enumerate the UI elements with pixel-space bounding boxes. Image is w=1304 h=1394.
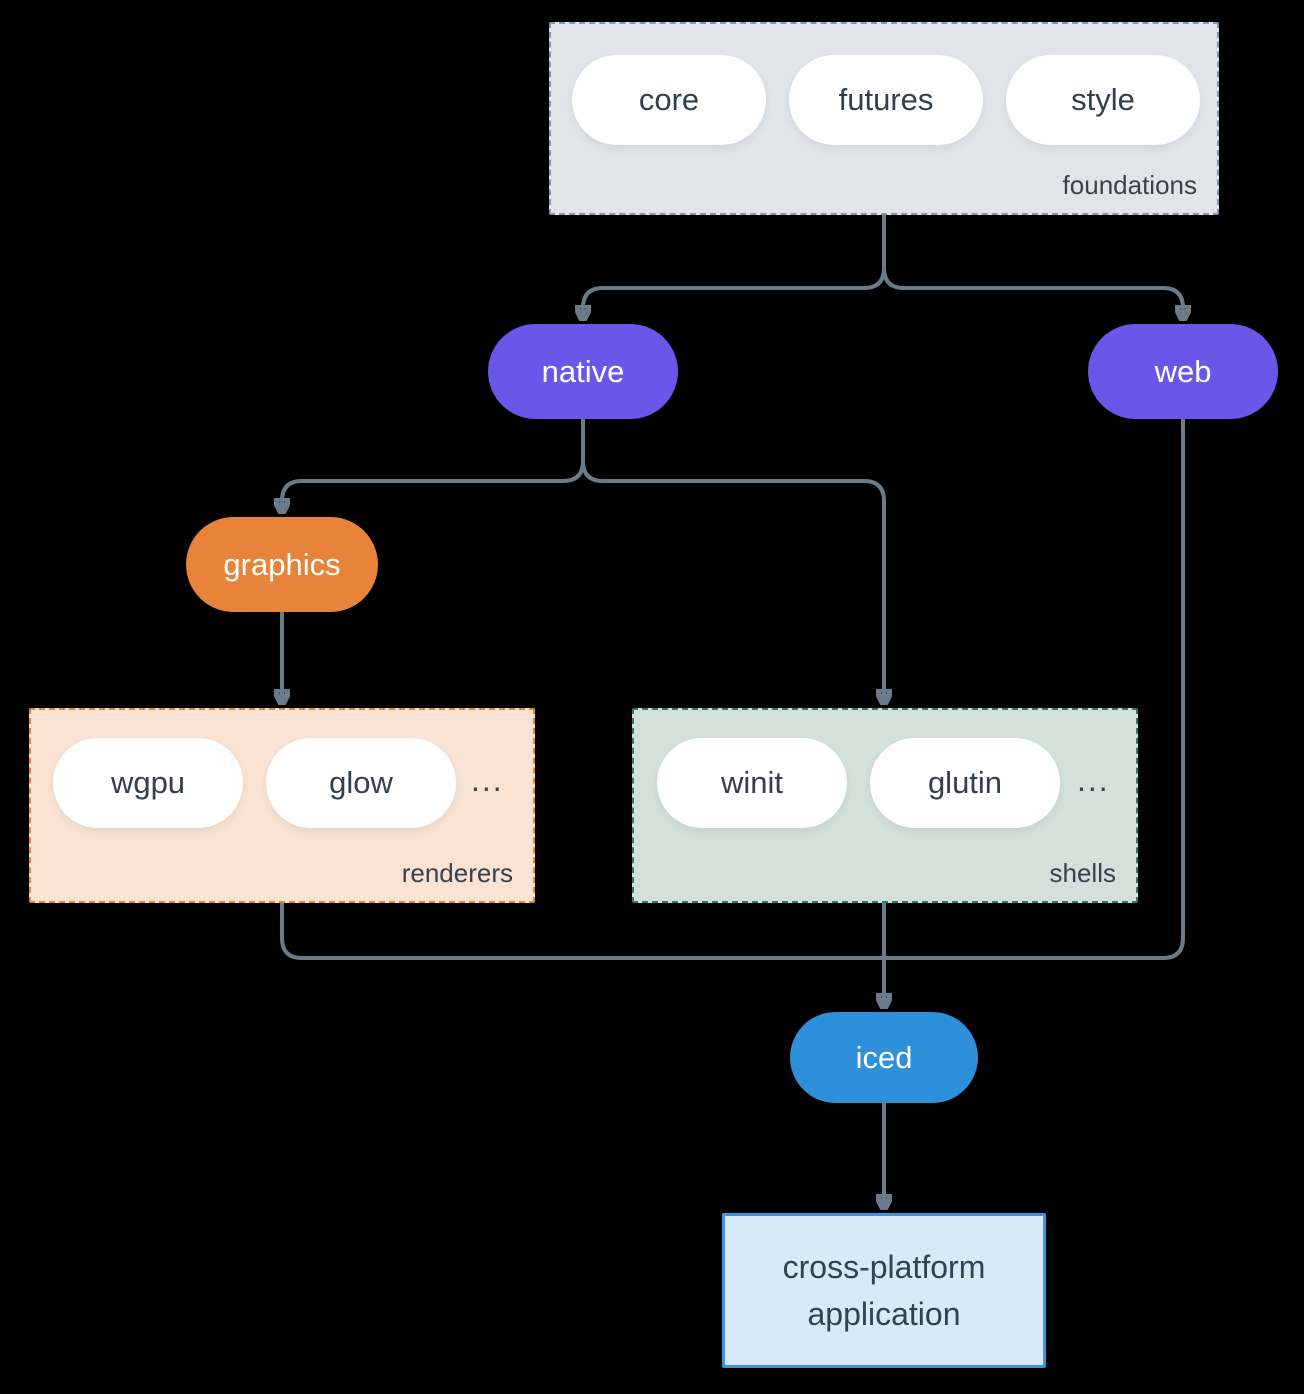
edge-native-shells [581,419,884,702]
node-cross-platform-application: cross-platform application [722,1213,1046,1368]
group-foundations-label: foundations [1062,170,1197,200]
node-wgpu: wgpu [53,738,243,828]
edge-native-graphics [282,419,585,511]
node-style: style [1006,55,1200,145]
node-futures: futures [789,55,983,145]
edge-renderers-merge [280,903,884,960]
node-glow: glow [266,738,456,828]
edge-foundations-web [882,215,1183,318]
node-iced: iced [790,1012,978,1103]
shells-ellipsis: ... [1077,762,1110,798]
edge-foundations-native [583,215,886,318]
node-native: native [488,324,678,419]
node-glutin: glutin [870,738,1060,828]
group-renderers-label: renderers [401,858,513,888]
node-core: core [572,55,766,145]
renderers-ellipsis: ... [471,762,504,798]
application-line1: cross-platform [782,1249,986,1286]
edge-web-merge [884,419,1185,960]
application-line2: application [807,1295,961,1332]
node-graphics: graphics [186,517,378,612]
node-web: web [1088,324,1278,419]
node-winit: winit [657,738,847,828]
group-shells-label: shells [1049,858,1116,888]
